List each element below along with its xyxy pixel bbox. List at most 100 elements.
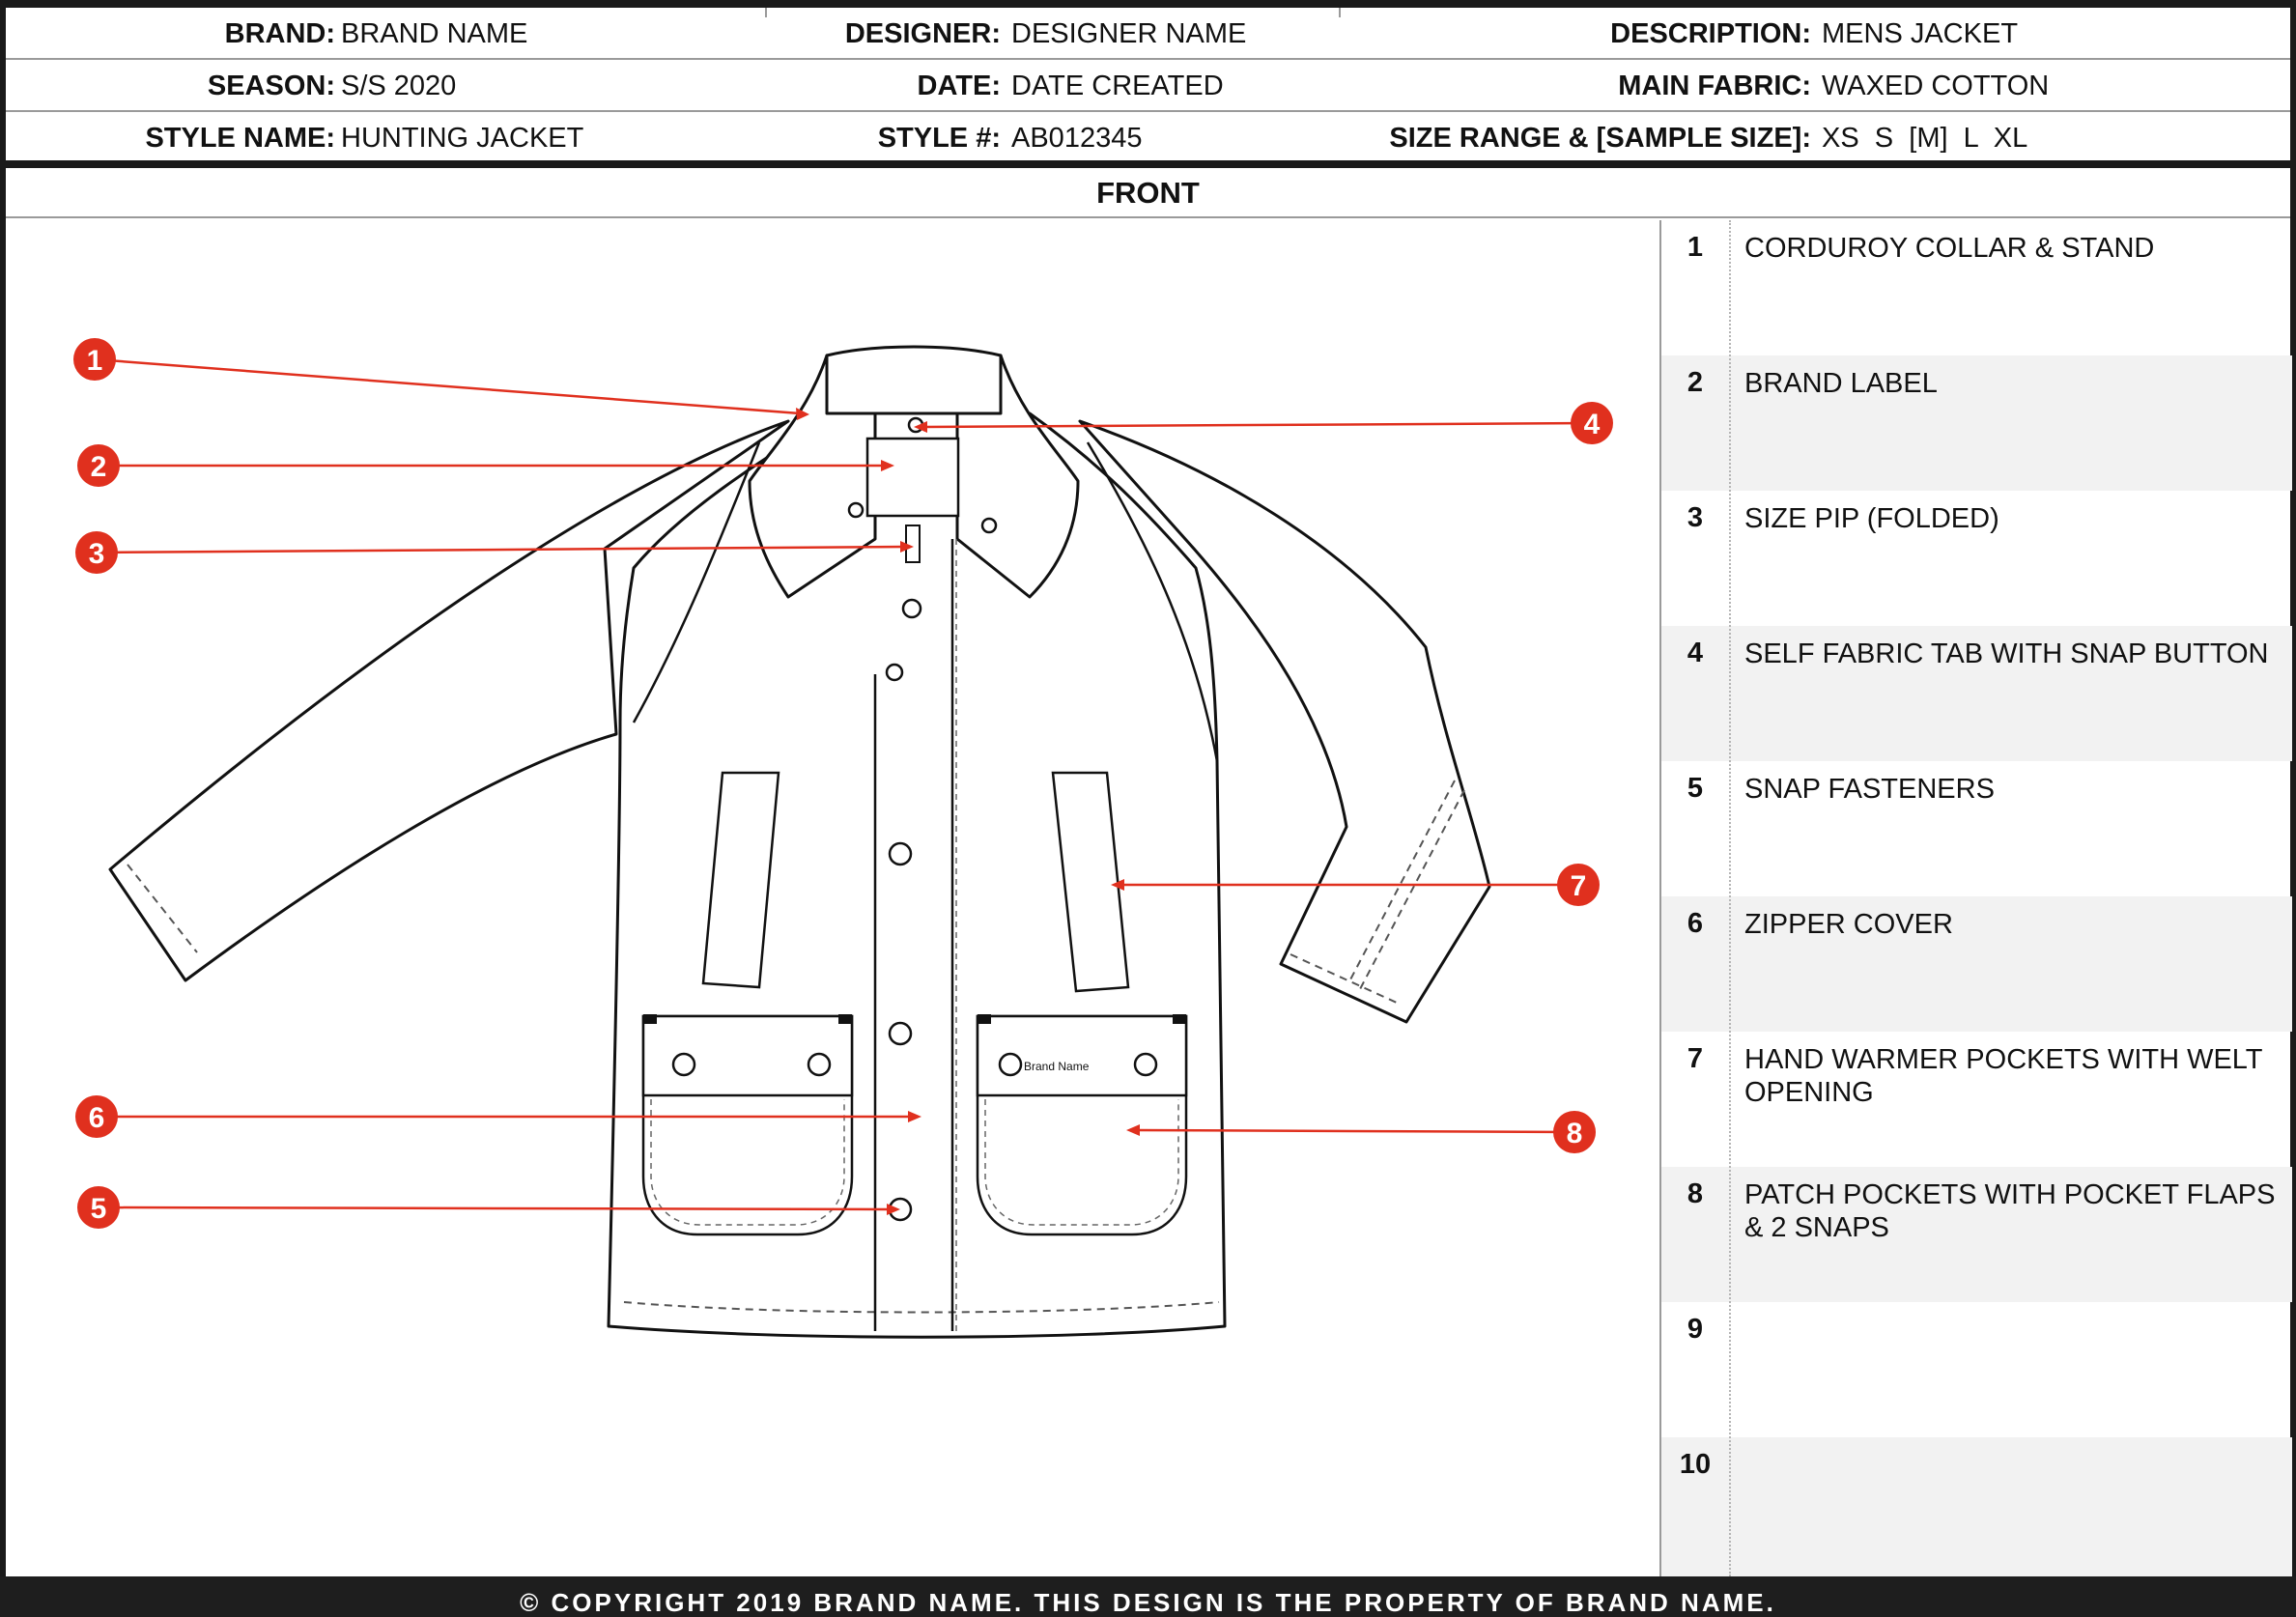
leader-line-5 xyxy=(98,1206,892,1211)
flap-corner xyxy=(1173,1014,1186,1024)
badge-4: 4 xyxy=(1571,402,1613,444)
callout-number: 9 xyxy=(1687,1314,1704,1345)
header-tick xyxy=(765,8,767,17)
style-name-value: HUNTING JACKET xyxy=(341,123,584,154)
right-raglan-seam xyxy=(1086,441,1219,762)
hem-stitch xyxy=(623,1301,1220,1314)
header-divider xyxy=(0,160,2296,168)
callout-badges: 1 2 3 4 5 6 7 8 xyxy=(73,338,1613,1229)
collar-snap-right xyxy=(980,517,998,534)
date-value-cell: DATE CREATED xyxy=(1011,60,1494,112)
flap-corner xyxy=(978,1014,991,1024)
jacket-flat-sketch: Brand Name xyxy=(73,338,1613,1339)
badge-5: 5 xyxy=(77,1186,120,1229)
style-name-label: STYLE NAME: xyxy=(145,123,335,154)
collar-left-point xyxy=(748,354,877,599)
callout-number: 6 xyxy=(1687,908,1704,939)
arrowhead-6 xyxy=(908,1111,921,1122)
right-sleeve-seam-stitch xyxy=(1347,780,1456,984)
right-welt-pocket xyxy=(1051,771,1130,993)
badge-2: 2 xyxy=(77,444,120,487)
size-range-cell: SIZE RANGE & [SAMPLE SIZE]: xyxy=(6,112,1811,164)
header-tick xyxy=(1339,8,1341,17)
callout-text: SELF FABRIC TAB WITH SNAP BUTTON xyxy=(1744,638,2269,669)
callout-row-10: 10 xyxy=(1661,1437,2292,1576)
callout-number: 2 xyxy=(1687,367,1704,398)
pocket-snap xyxy=(998,1052,1023,1077)
designer-value-cell: DESIGNER NAME xyxy=(1011,8,1494,60)
pocket-flap-corners xyxy=(643,1014,1186,1024)
callout-number: 10 xyxy=(1679,1449,1712,1480)
season-cell: SEASON: xyxy=(6,60,335,112)
style-no-value: AB012345 xyxy=(1011,123,1143,154)
callout-list: 1 CORDUROY COLLAR & STAND 2 BRAND LABEL … xyxy=(1659,220,2292,1576)
brand-value: BRAND NAME xyxy=(341,18,528,49)
leader-arrowheads xyxy=(796,408,1140,1215)
callout-number: 5 xyxy=(1687,773,1704,804)
flat-sketch-area: Brand Name xyxy=(6,220,1659,1576)
flap-corner xyxy=(838,1014,852,1024)
badge-6: 6 xyxy=(75,1095,118,1138)
leader-line-3 xyxy=(96,545,905,554)
front-placket xyxy=(873,539,957,1331)
callout-text: SNAP FASTENERS xyxy=(1744,774,1995,805)
callout-number: 7 xyxy=(1687,1043,1704,1074)
sleeve-stitching xyxy=(127,780,1465,1314)
arrowhead-8 xyxy=(1126,1124,1140,1136)
arrowhead-4 xyxy=(914,421,927,433)
front-snap xyxy=(888,1021,913,1046)
leader-line-4 xyxy=(922,421,1593,429)
callout-text: HAND WARMER POCKETS WITH WELT OPENING xyxy=(1744,1044,2262,1108)
designer-label: DESIGNER: xyxy=(844,18,1001,49)
leader-line-8 xyxy=(1135,1128,1575,1134)
badge-number: 3 xyxy=(89,538,105,570)
view-title: FRONT xyxy=(6,168,2290,218)
fabric-value-cell: WAXED COTTON xyxy=(1822,60,2285,112)
collar-right-point xyxy=(955,354,1080,599)
season-value-cell: S/S 2020 xyxy=(341,60,824,112)
frame-right xyxy=(2290,0,2296,1617)
size-range-value-cell: XS S [M] L XL xyxy=(1822,112,2285,164)
style-no-cell: STYLE #: xyxy=(6,112,1001,164)
size-range-label: SIZE RANGE & [SAMPLE SIZE]: xyxy=(1389,123,1811,154)
callout-number: 4 xyxy=(1687,638,1704,668)
size-range-value: XS S [M] L XL xyxy=(1822,123,2028,154)
callout-text: SIZE PIP (FOLDED) xyxy=(1744,503,1999,534)
description-cell: DESCRIPTION: xyxy=(6,8,1811,60)
callout-text: BRAND LABEL xyxy=(1744,368,1938,399)
callout-row-3: 3 SIZE PIP (FOLDED) xyxy=(1661,491,2292,626)
style-name-cell: STYLE NAME: xyxy=(6,112,335,164)
brand-label-patch xyxy=(865,437,960,518)
fabric-label: MAIN FABRIC: xyxy=(1618,71,1811,101)
badge-number: 4 xyxy=(1584,409,1601,440)
neck-snap xyxy=(885,663,904,682)
header-row-3: STYLE NAME: HUNTING JACKET STYLE #: AB01… xyxy=(6,112,2290,164)
style-name-value-cell: HUNTING JACKET xyxy=(341,112,824,164)
badge-3: 3 xyxy=(75,531,118,574)
badge-number: 8 xyxy=(1567,1118,1583,1149)
designer-cell: DESIGNER: xyxy=(6,8,1001,60)
season-label: SEASON: xyxy=(207,71,335,101)
date-value: DATE CREATED xyxy=(1011,71,1224,101)
badge-1: 1 xyxy=(73,338,116,381)
arrowhead-7 xyxy=(1111,879,1124,891)
patch-pockets xyxy=(641,1014,1188,1236)
pocket-snap xyxy=(1133,1052,1158,1077)
callout-number: 1 xyxy=(1687,232,1704,263)
brand-label: BRAND: xyxy=(224,18,335,49)
season-value: S/S 2020 xyxy=(341,71,457,101)
date-label: DATE: xyxy=(917,71,1001,101)
arrowhead-1 xyxy=(796,408,809,420)
hand-warmer-pockets xyxy=(701,771,1130,993)
date-cell: DATE: xyxy=(6,60,1001,112)
style-no-value-cell: AB012345 xyxy=(1011,112,1494,164)
header-row-2: SEASON: S/S 2020 DATE: DATE CREATED MAIN… xyxy=(6,60,2290,112)
badge-8: 8 xyxy=(1553,1111,1596,1153)
arrowhead-5 xyxy=(887,1204,900,1215)
callout-row-9: 9 xyxy=(1661,1302,2292,1437)
left-pocket-stitch xyxy=(650,1099,845,1226)
number-column-divider xyxy=(1729,220,1731,1576)
callout-number: 3 xyxy=(1687,502,1704,533)
description-value: MENS JACKET xyxy=(1822,18,2019,49)
